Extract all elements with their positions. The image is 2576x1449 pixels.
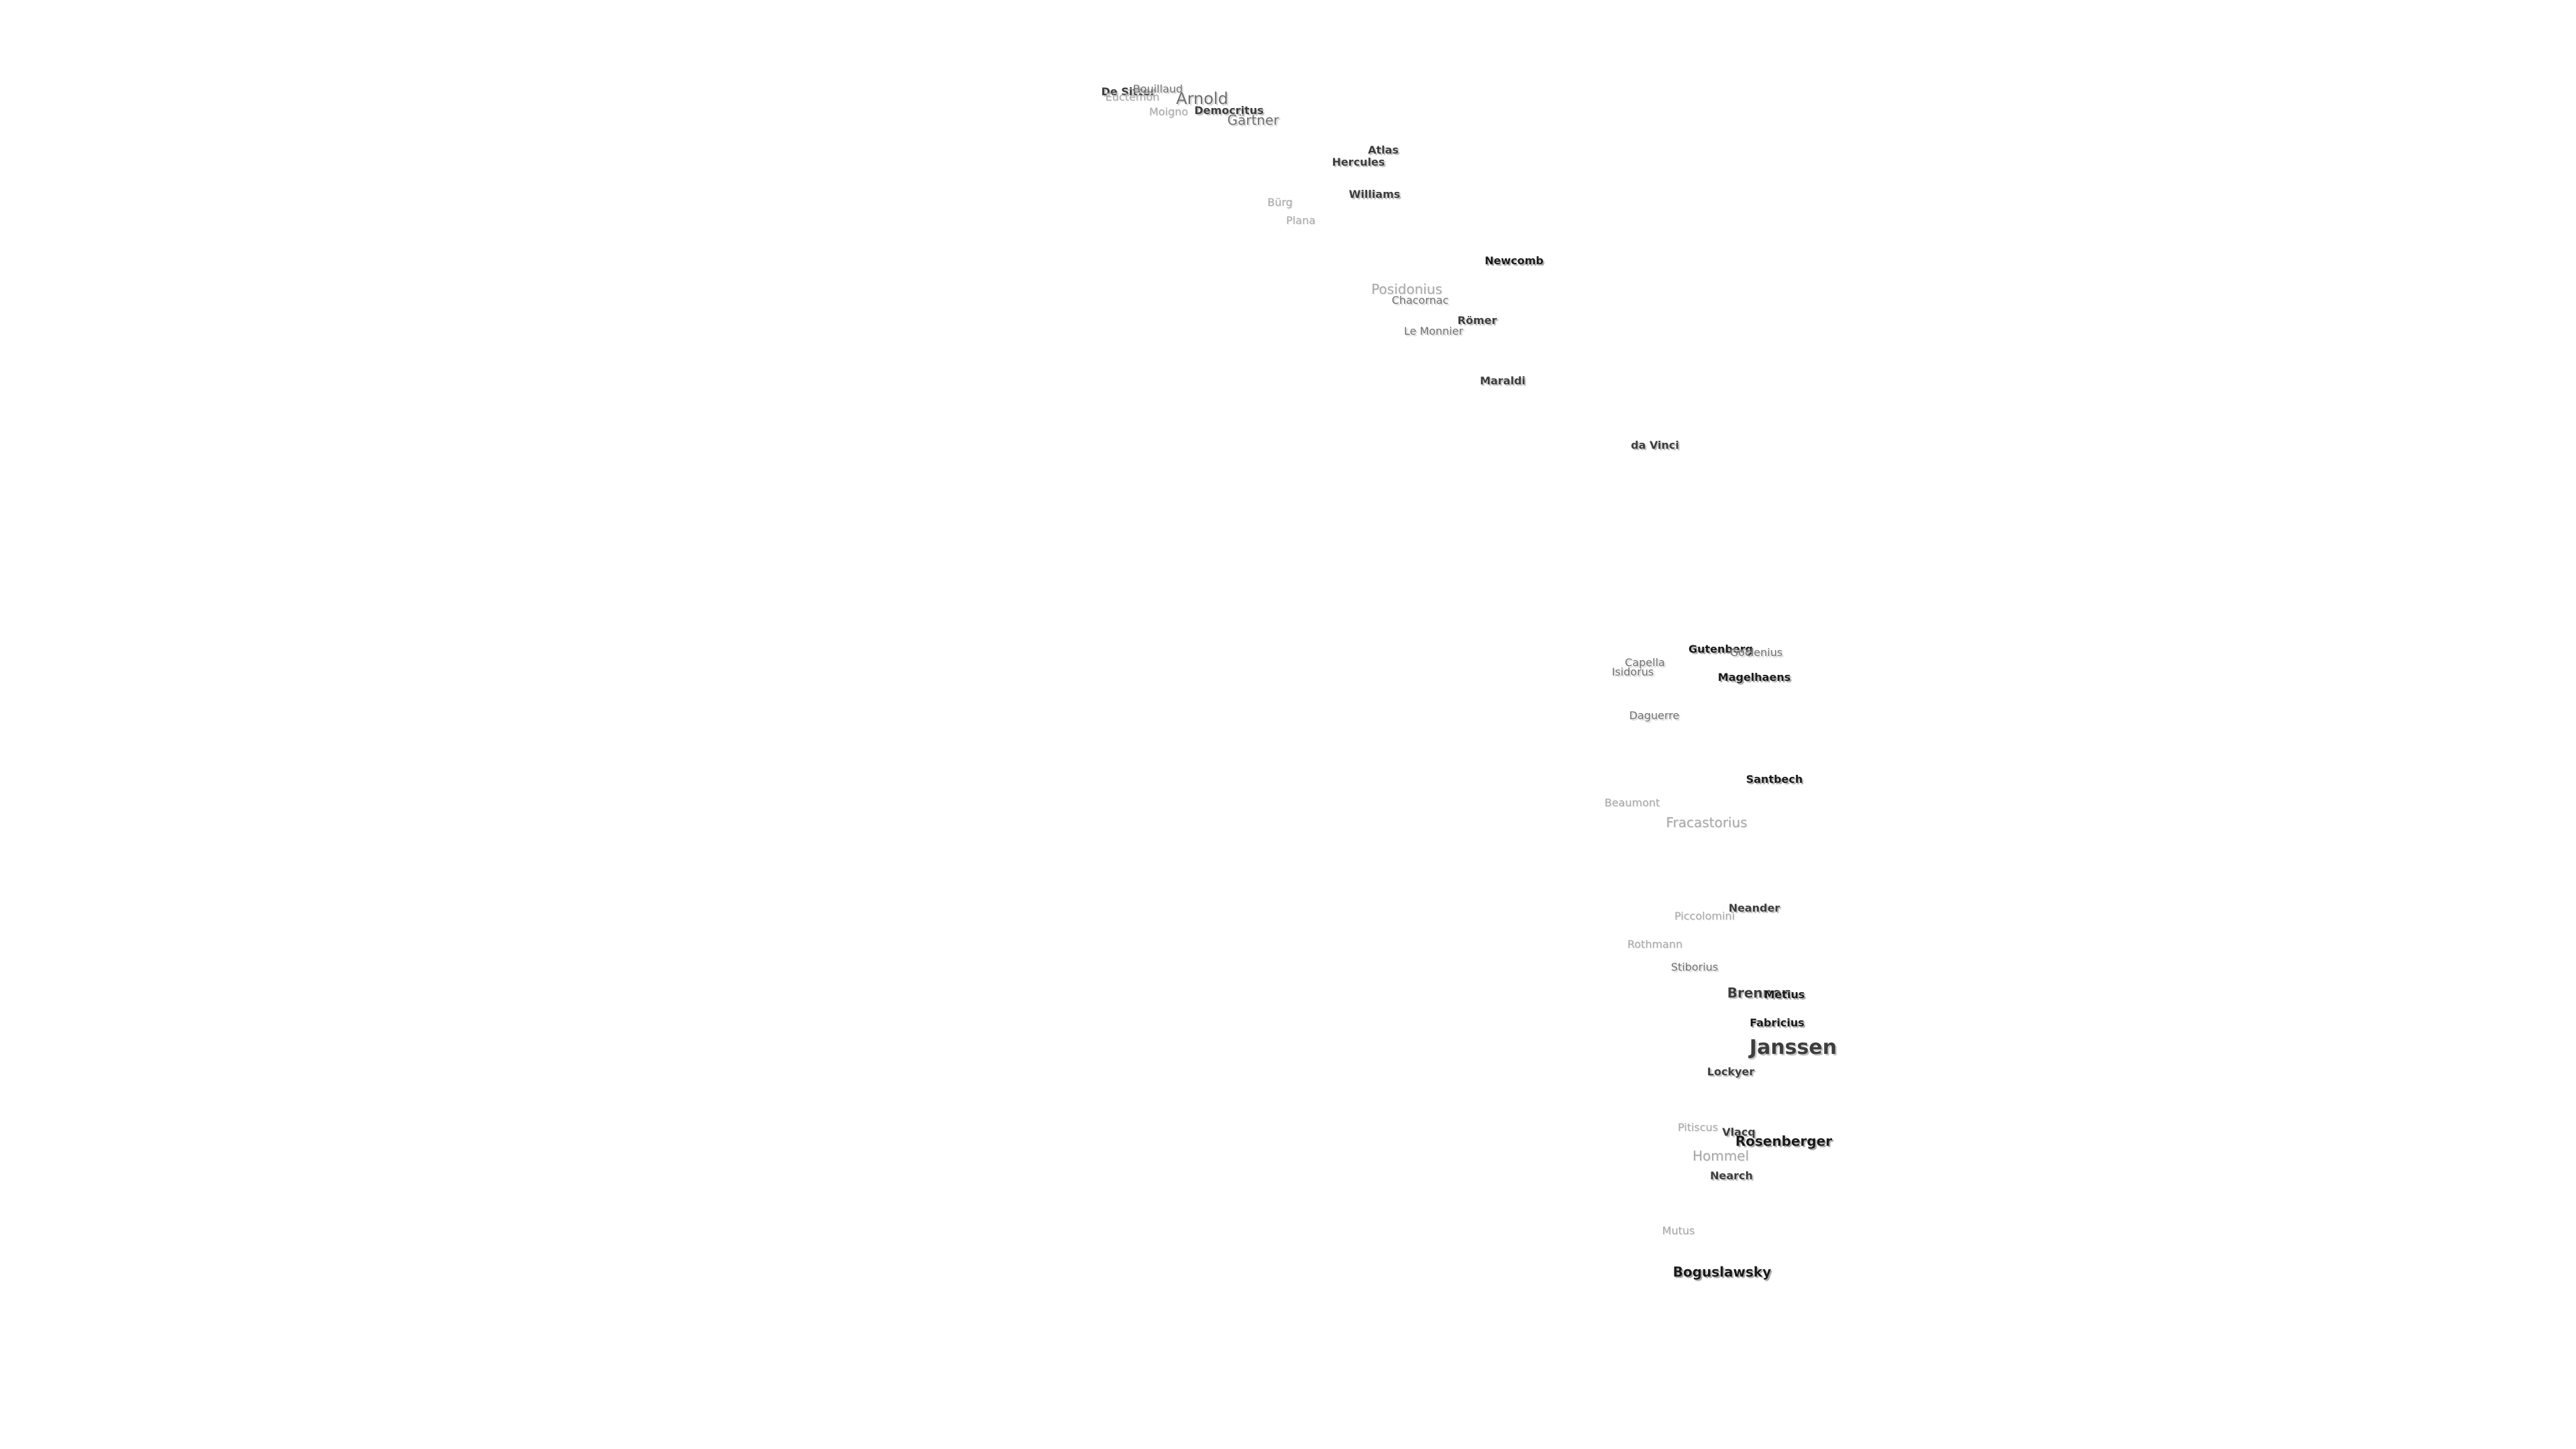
crater-label-stiborius[interactable]: Stiborius — [1670, 961, 1719, 973]
crater-label-moigno[interactable]: Moigno — [1148, 105, 1189, 118]
crater-label-atlas[interactable]: Atlas — [1368, 144, 1399, 156]
crater-label-metius[interactable]: Metius — [1764, 988, 1805, 1001]
crater-label-hommel[interactable]: Hommel — [1692, 1148, 1750, 1164]
crater-label-beaumont[interactable]: Beaumont — [1604, 796, 1660, 809]
crater-label-euctemon[interactable]: Euctemon — [1105, 91, 1160, 103]
crater-label-isidorus[interactable]: Isidorus — [1611, 665, 1654, 678]
crater-label-capella[interactable]: Capella — [1625, 656, 1665, 669]
crater-label-nearch[interactable]: Nearch — [1710, 1169, 1753, 1182]
crater-label-gartner[interactable]: Gärtner — [1227, 112, 1279, 128]
crater-label-santbech[interactable]: Santbech — [1746, 773, 1803, 786]
crater-label-boguslawsky[interactable]: Boguslawsky — [1672, 1264, 1772, 1280]
crater-label-gutenberg[interactable]: Gutenberg — [1688, 643, 1754, 655]
crater-label-chacornac[interactable]: Chacornac — [1391, 294, 1449, 307]
crater-label-neander[interactable]: Neander — [1728, 902, 1780, 914]
crater-label-fracastorius[interactable]: Fracastorius — [1666, 814, 1748, 830]
crater-label-mutus[interactable]: Mutus — [1662, 1224, 1695, 1237]
crater-label-vlacq[interactable]: Vlacq — [1722, 1126, 1756, 1138]
crater-label-rosenberger[interactable]: Rosenberger — [1735, 1133, 1833, 1149]
crater-label-arnold[interactable]: Arnold — [1176, 89, 1228, 108]
crater-label-piccolomini[interactable]: Piccolomini — [1674, 910, 1735, 922]
crater-label-magelhaens[interactable]: Magelhaens — [1717, 671, 1791, 684]
crater-label-lockyer[interactable]: Lockyer — [1707, 1065, 1755, 1078]
crater-label-pitiscus[interactable]: Pitiscus — [1677, 1121, 1719, 1134]
crater-label-da-vinci[interactable]: da Vinci — [1631, 439, 1679, 451]
crater-label-le-monnier[interactable]: Le Monnier — [1403, 325, 1464, 337]
crater-label-burg[interactable]: Bürg — [1267, 196, 1293, 209]
crater-label-romer[interactable]: Römer — [1457, 314, 1497, 327]
crater-label-rothmann[interactable]: Rothmann — [1627, 938, 1683, 951]
crater-label-hercules[interactable]: Hercules — [1332, 156, 1385, 168]
crater-label-maraldi[interactable]: Maraldi — [1480, 374, 1525, 387]
crater-label-brenner[interactable]: Brenner — [1727, 985, 1788, 1001]
crater-label-janssen[interactable]: Janssen — [1749, 1036, 1837, 1059]
crater-label-de-sitter[interactable]: De Sitter — [1101, 85, 1156, 98]
crater-label-goclenius[interactable]: Goclenius — [1729, 646, 1783, 659]
crater-label-plana[interactable]: Plana — [1286, 214, 1316, 227]
crater-label-daguerre[interactable]: Daguerre — [1629, 709, 1680, 722]
crater-label-fabricius[interactable]: Fabricius — [1750, 1016, 1805, 1029]
crater-label-democritus[interactable]: Democritus — [1194, 104, 1264, 117]
crater-label-posidonius[interactable]: Posidonius — [1371, 281, 1442, 297]
crater-label-newcomb[interactable]: Newcomb — [1485, 254, 1544, 267]
crater-label-bouillaud[interactable]: Bouillaud — [1132, 83, 1183, 95]
crater-label-williams[interactable]: Williams — [1348, 188, 1401, 201]
